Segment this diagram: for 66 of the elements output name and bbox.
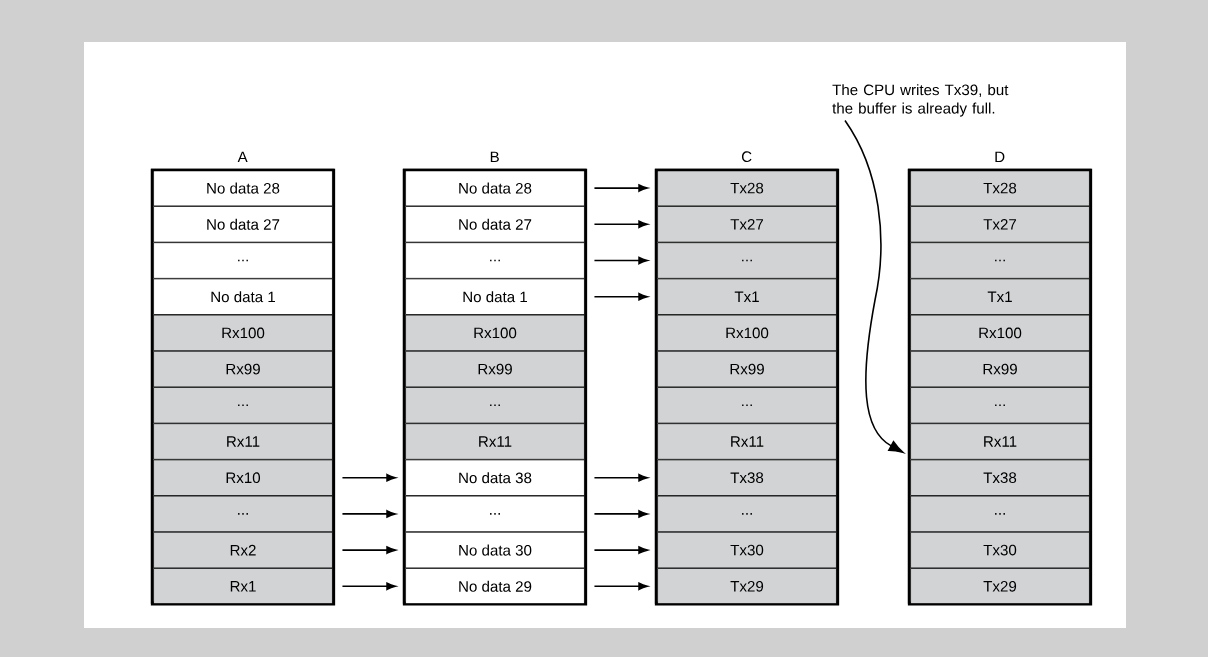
buffer-cell: ... xyxy=(657,242,837,279)
buffer-cell: Tx29 xyxy=(657,568,837,605)
buffer-cell: Rx99 xyxy=(153,350,333,388)
buffer-cell: Tx28 xyxy=(910,169,1090,207)
arrow xyxy=(341,582,396,591)
node-label: D xyxy=(995,151,1005,163)
buffer-cell: No data 27 xyxy=(153,206,333,243)
arrow xyxy=(593,546,648,554)
buffer-cell: Tx1 xyxy=(657,278,837,315)
buffer-cell: Rx100 xyxy=(405,314,585,352)
arrow xyxy=(593,256,648,265)
arrow xyxy=(593,220,648,229)
annotation-text: The CPU writes Tx39, but the buffer is already full. xyxy=(832,84,1009,117)
buffer-cell: ... xyxy=(405,387,585,424)
node-label: A xyxy=(237,151,248,163)
buffer-cell: Rx100 xyxy=(153,314,333,352)
buffer-cell: Tx28 xyxy=(657,169,837,207)
buffer-cell: Tx38 xyxy=(657,459,837,496)
buffer-cell: ... xyxy=(153,387,333,424)
buffer-cell: ... xyxy=(153,242,333,279)
buffer-cell: ... xyxy=(657,387,837,424)
buffer-cell: No data 38 xyxy=(405,459,585,496)
node-label: B xyxy=(490,151,499,163)
buffer-cell: No data 1 xyxy=(153,278,333,315)
buffer-cell: No data 28 xyxy=(153,169,333,207)
arrow xyxy=(593,292,648,301)
buffer-cell: Tx29 xyxy=(910,568,1090,605)
buffer-cell: ... xyxy=(405,242,585,279)
buffer-cell: ... xyxy=(153,495,333,533)
arrow xyxy=(593,582,648,591)
buffer-cell: No data 27 xyxy=(405,206,585,243)
buffer-cell: Rx99 xyxy=(657,350,837,388)
arrow xyxy=(341,510,396,518)
buffer-cell: Tx30 xyxy=(910,531,1090,569)
buffer-cell: No data 1 xyxy=(405,278,585,315)
arrow xyxy=(593,510,648,518)
buffer-cell: Tx30 xyxy=(657,531,837,569)
buffer-cell: Rx11 xyxy=(405,423,585,460)
buffer-cell: ... xyxy=(910,495,1090,533)
buffer-cell: ... xyxy=(910,387,1090,424)
buffer-cell: Rx99 xyxy=(405,350,585,388)
arrow xyxy=(593,473,648,482)
buffer-cell: Rx10 xyxy=(153,459,333,496)
buffer-cell: No data 29 xyxy=(405,568,585,605)
buffer-cell: Rx2 xyxy=(153,531,333,569)
arrow xyxy=(341,473,396,482)
buffer-cell: Tx1 xyxy=(910,278,1090,315)
buffer-cell: Rx100 xyxy=(910,314,1090,352)
arrow xyxy=(341,546,396,554)
node-label: C xyxy=(741,151,752,163)
arrow xyxy=(844,119,904,454)
buffer-cell: ... xyxy=(910,242,1090,279)
buffer-cell: Rx11 xyxy=(657,423,837,460)
buffer-cell: Tx27 xyxy=(910,206,1090,243)
buffer-cell: ... xyxy=(405,495,585,533)
buffer-cell: Tx38 xyxy=(910,459,1090,496)
buffer-cell: No data 30 xyxy=(405,531,585,569)
buffer-cell: Rx11 xyxy=(910,423,1090,460)
buffer-cell: ... xyxy=(657,495,837,533)
buffer-cell: Rx1 xyxy=(153,568,333,605)
buffer-cell: Tx27 xyxy=(657,206,837,243)
buffer-cell: Rx99 xyxy=(910,350,1090,388)
buffer-cell: Rx100 xyxy=(657,314,837,352)
buffer-cell: Rx11 xyxy=(153,423,333,460)
buffer-cell: No data 28 xyxy=(405,169,585,207)
arrow xyxy=(593,184,648,192)
